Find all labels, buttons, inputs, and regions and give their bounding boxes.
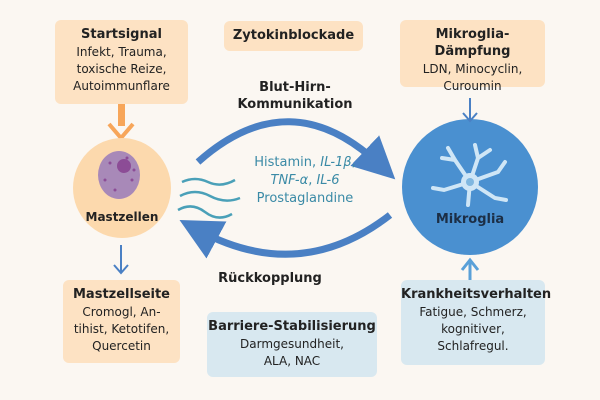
sep: , <box>351 155 356 170</box>
mastzellen-label: Mastzellen <box>85 210 159 224</box>
blood-brain-label-line: Kommunikation <box>237 97 353 112</box>
barriere-line: ALA, NAC <box>263 354 321 368</box>
barriere-title: Barriere-Stabilisierung <box>208 319 376 334</box>
feedback-label: Rückkopplung <box>218 271 322 286</box>
mastzellseite-line: Quercetin <box>92 339 151 353</box>
mikroglia-daempfung-box: Mikroglia-Dämpfung LDN, Minocyclin, Curo… <box>400 20 545 93</box>
mastzellseite-line: Cromogl, An- <box>82 305 161 319</box>
sep: , <box>308 173 317 188</box>
mastzellseite-box: Mastzellseite Cromogl, An- tihist, Ketot… <box>63 280 180 363</box>
barriere-box: Barriere-Stabilisierung Darmgesundheit, … <box>207 312 377 377</box>
microglia-icon <box>402 119 538 255</box>
mikroglia-label: Mikroglia <box>435 212 505 227</box>
blue-down-arrow-left <box>113 245 129 275</box>
mastzellseite-line: tihist, Ketotifen, <box>73 322 170 336</box>
arrow-blood-brain <box>195 118 396 180</box>
orange-arrow <box>107 104 135 142</box>
mikroglia-daempfung-line: Curoumin <box>443 79 502 93</box>
barriere-line: Darmgesundheit, <box>240 337 344 351</box>
mediator-tnfa: TNF-α <box>270 173 309 188</box>
mediator-il6: IL-6 <box>316 173 340 188</box>
startsignal-title: Startsignal <box>81 27 162 42</box>
mikroglia-daempfung-title: Mikroglia-Dämpfung <box>434 27 511 59</box>
krankheitsverhalten-line: Fatigue, Schmerz, <box>419 305 527 319</box>
mastzellseite-title: Mastzellseite <box>73 287 170 302</box>
blood-brain-label-line: Blut-Hirn- <box>259 80 331 95</box>
zytokinblockade-title: Zytokinblockade <box>232 28 355 43</box>
krankheitsverhalten-line: kognitiver, <box>441 322 505 336</box>
mediator-prostaglandine: Prostaglandine <box>256 191 354 206</box>
arrow-feedback <box>179 212 393 259</box>
blood-brain-label: Blut-Hirn- Kommunikation <box>220 79 370 113</box>
mediator-histamin: Histamin, <box>254 155 321 170</box>
zytokinblockade-box: Zytokinblockade <box>224 21 363 51</box>
krankheitsverhalten-line: Schlafregul. <box>437 339 509 353</box>
mikroglia-daempfung-line: LDN, Minocyclin, <box>422 62 523 76</box>
startsignal-line: Autoimmunflare <box>73 79 170 93</box>
blue-down-arrow-right <box>462 98 478 123</box>
mediator-il1b: IL-1β <box>320 155 352 170</box>
startsignal-line: Infekt, Trauma, <box>76 45 167 59</box>
mediators-text: Histamin, IL-1β, TNF-α, IL-6 Prostagland… <box>230 154 380 208</box>
mast-cell-icon <box>73 138 171 238</box>
krankheitsverhalten-box: Krankheitsverhalten Fatigue, Schmerz, ko… <box>401 280 552 365</box>
wave-icons <box>177 177 241 219</box>
startsignal-box: Startsignal Infekt, Trauma, toxische Rei… <box>55 20 188 104</box>
krankheitsverhalten-title: Krankheitsverhalten <box>401 287 552 302</box>
startsignal-line: toxische Reize, <box>76 62 167 76</box>
